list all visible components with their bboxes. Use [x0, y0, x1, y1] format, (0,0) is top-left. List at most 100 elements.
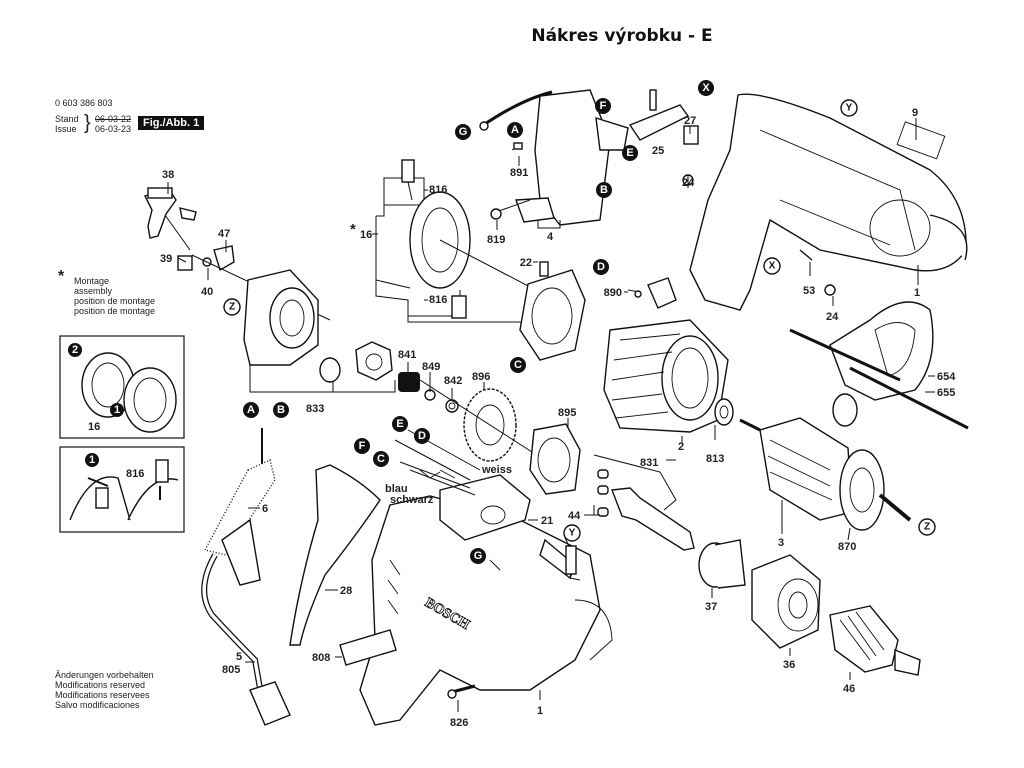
connector-E-top: E: [622, 145, 638, 161]
connector-X-top: X: [698, 80, 714, 96]
part-label-24-top: 24: [682, 177, 695, 189]
svg-text:D: D: [418, 430, 426, 442]
svg-text:E: E: [396, 418, 403, 430]
part-label-39: 39: [160, 253, 172, 265]
part-label-16-inset: 16: [88, 421, 100, 433]
armature-drawing: [739, 417, 912, 531]
handle-cover-drawing: [289, 464, 381, 646]
part-label-654: 654: [937, 371, 956, 383]
step-2-marker: 2: [68, 343, 82, 357]
wire-label-blau: blau: [385, 483, 408, 495]
connector-markers: F G A E B X D C A B E D F C G 2 1 1: [68, 80, 714, 564]
part-label-37: 37: [705, 601, 717, 613]
footer-note: Änderungen vorbehalten Modifications res…: [55, 670, 154, 710]
connector-D-wires: D: [414, 428, 430, 444]
reference-Z-baffle: Z: [223, 298, 241, 316]
part-label-842: 842: [444, 375, 462, 387]
part-number-labels: 38 39 40 47 816 816 16 * 891 819 4 22 25…: [88, 107, 956, 729]
svg-text:Y: Y: [846, 103, 853, 114]
part-label-40: 40: [201, 286, 213, 298]
page-title: Nákres výrobku - E: [531, 26, 713, 46]
part-label-1-housing: 1: [914, 287, 920, 299]
part-label-3: 3: [778, 537, 784, 549]
connector-F-top: F: [595, 98, 611, 114]
assembly-note: * Montage assembly position de montage p…: [58, 269, 156, 317]
cover-plate-drawing: [628, 89, 699, 186]
stand-date: 06-03-22: [95, 114, 132, 124]
wires-drawing: [394, 429, 581, 581]
part-number: 0 603 386 803: [55, 98, 113, 108]
brush-plate-drawing: [519, 261, 586, 361]
part-label-5: 5: [236, 651, 242, 663]
svg-text:F: F: [359, 440, 366, 452]
connector-B-top: B: [596, 182, 612, 198]
drill-housing-drawing: BOSCH: [339, 474, 613, 726]
part-label-36: 36: [783, 659, 795, 671]
reference-X-housing: X: [763, 257, 781, 275]
stator-drawing: [603, 319, 729, 433]
bracket-drawing: [627, 277, 677, 309]
gear-drawing: [398, 372, 561, 471]
connector-B-cord: B: [273, 402, 289, 418]
step-1b-marker: 1: [85, 453, 99, 467]
footer-line: Salvo modificaciones: [55, 700, 140, 710]
step-1-marker: 1: [110, 403, 124, 417]
inset-brush-holder-drawing: [69, 352, 179, 521]
svg-text:1: 1: [89, 454, 95, 466]
chuck-assembly-drawing: [698, 539, 921, 676]
part-label-826: 826: [450, 717, 468, 729]
svg-text:F: F: [600, 100, 607, 112]
power-cord-drawing: [201, 428, 291, 726]
part-label-805: 805: [222, 664, 240, 676]
connector-A-top: A: [507, 122, 523, 138]
svg-text:X: X: [702, 82, 710, 94]
note-line: assembly: [74, 286, 113, 296]
asterisk-marker: *: [350, 221, 356, 238]
connector-E-wires: E: [392, 416, 408, 432]
svg-text:G: G: [459, 126, 468, 138]
note-line: position de montage: [74, 296, 156, 306]
stand-label: Stand: [55, 114, 79, 124]
reference-Y-switch: Y: [563, 524, 581, 542]
part-label-4: 4: [547, 231, 554, 243]
inset-brush-step-box: [59, 446, 185, 533]
part-label-2: 2: [678, 441, 684, 453]
figure-label: Fig./Abb. 1: [138, 116, 205, 130]
bearing-drawing: [714, 398, 734, 426]
footer-line: Modifications reservees: [55, 690, 150, 700]
part-label-849: 849: [422, 361, 440, 373]
part-label-890: 890: [604, 287, 622, 299]
part-label-21: 21: [541, 515, 553, 527]
part-label-833: 833: [306, 403, 324, 415]
reference-markers: Y X Z Z Y: [223, 99, 936, 542]
svg-text:B: B: [277, 404, 285, 416]
svg-text:A: A: [247, 404, 255, 416]
connector-C-wires: C: [373, 451, 389, 467]
brace: }: [84, 112, 91, 134]
part-label-895: 895: [558, 407, 576, 419]
aux-handle-drawing: [789, 301, 969, 430]
part-label-896: 896: [472, 371, 490, 383]
footer-line: Modifications reserved: [55, 680, 146, 690]
connector-D-right: D: [593, 259, 609, 275]
spindle-drawing: [529, 423, 695, 551]
part-label-16: 16: [360, 229, 372, 241]
connector-C-right: C: [510, 357, 526, 373]
svg-text:Z: Z: [924, 522, 930, 533]
part-label-27: 27: [684, 115, 696, 127]
svg-text:E: E: [626, 147, 633, 159]
reference-Y-housing: Y: [840, 99, 858, 117]
svg-text:B: B: [600, 184, 608, 196]
part-label-38: 38: [162, 169, 174, 181]
part-label-25: 25: [652, 145, 664, 157]
part-label-53: 53: [803, 285, 815, 297]
svg-text:C: C: [514, 359, 522, 371]
leader-lines: [167, 118, 935, 712]
note-line: position de montage: [74, 306, 156, 316]
svg-text:G: G: [474, 550, 483, 562]
note-line: Montage: [74, 276, 110, 286]
reference-Z-armature: Z: [918, 518, 936, 536]
connector-G-body: G: [470, 548, 486, 564]
wire-label-weiss: weiss: [481, 464, 512, 476]
footer-line: Änderungen vorbehalten: [55, 670, 154, 680]
